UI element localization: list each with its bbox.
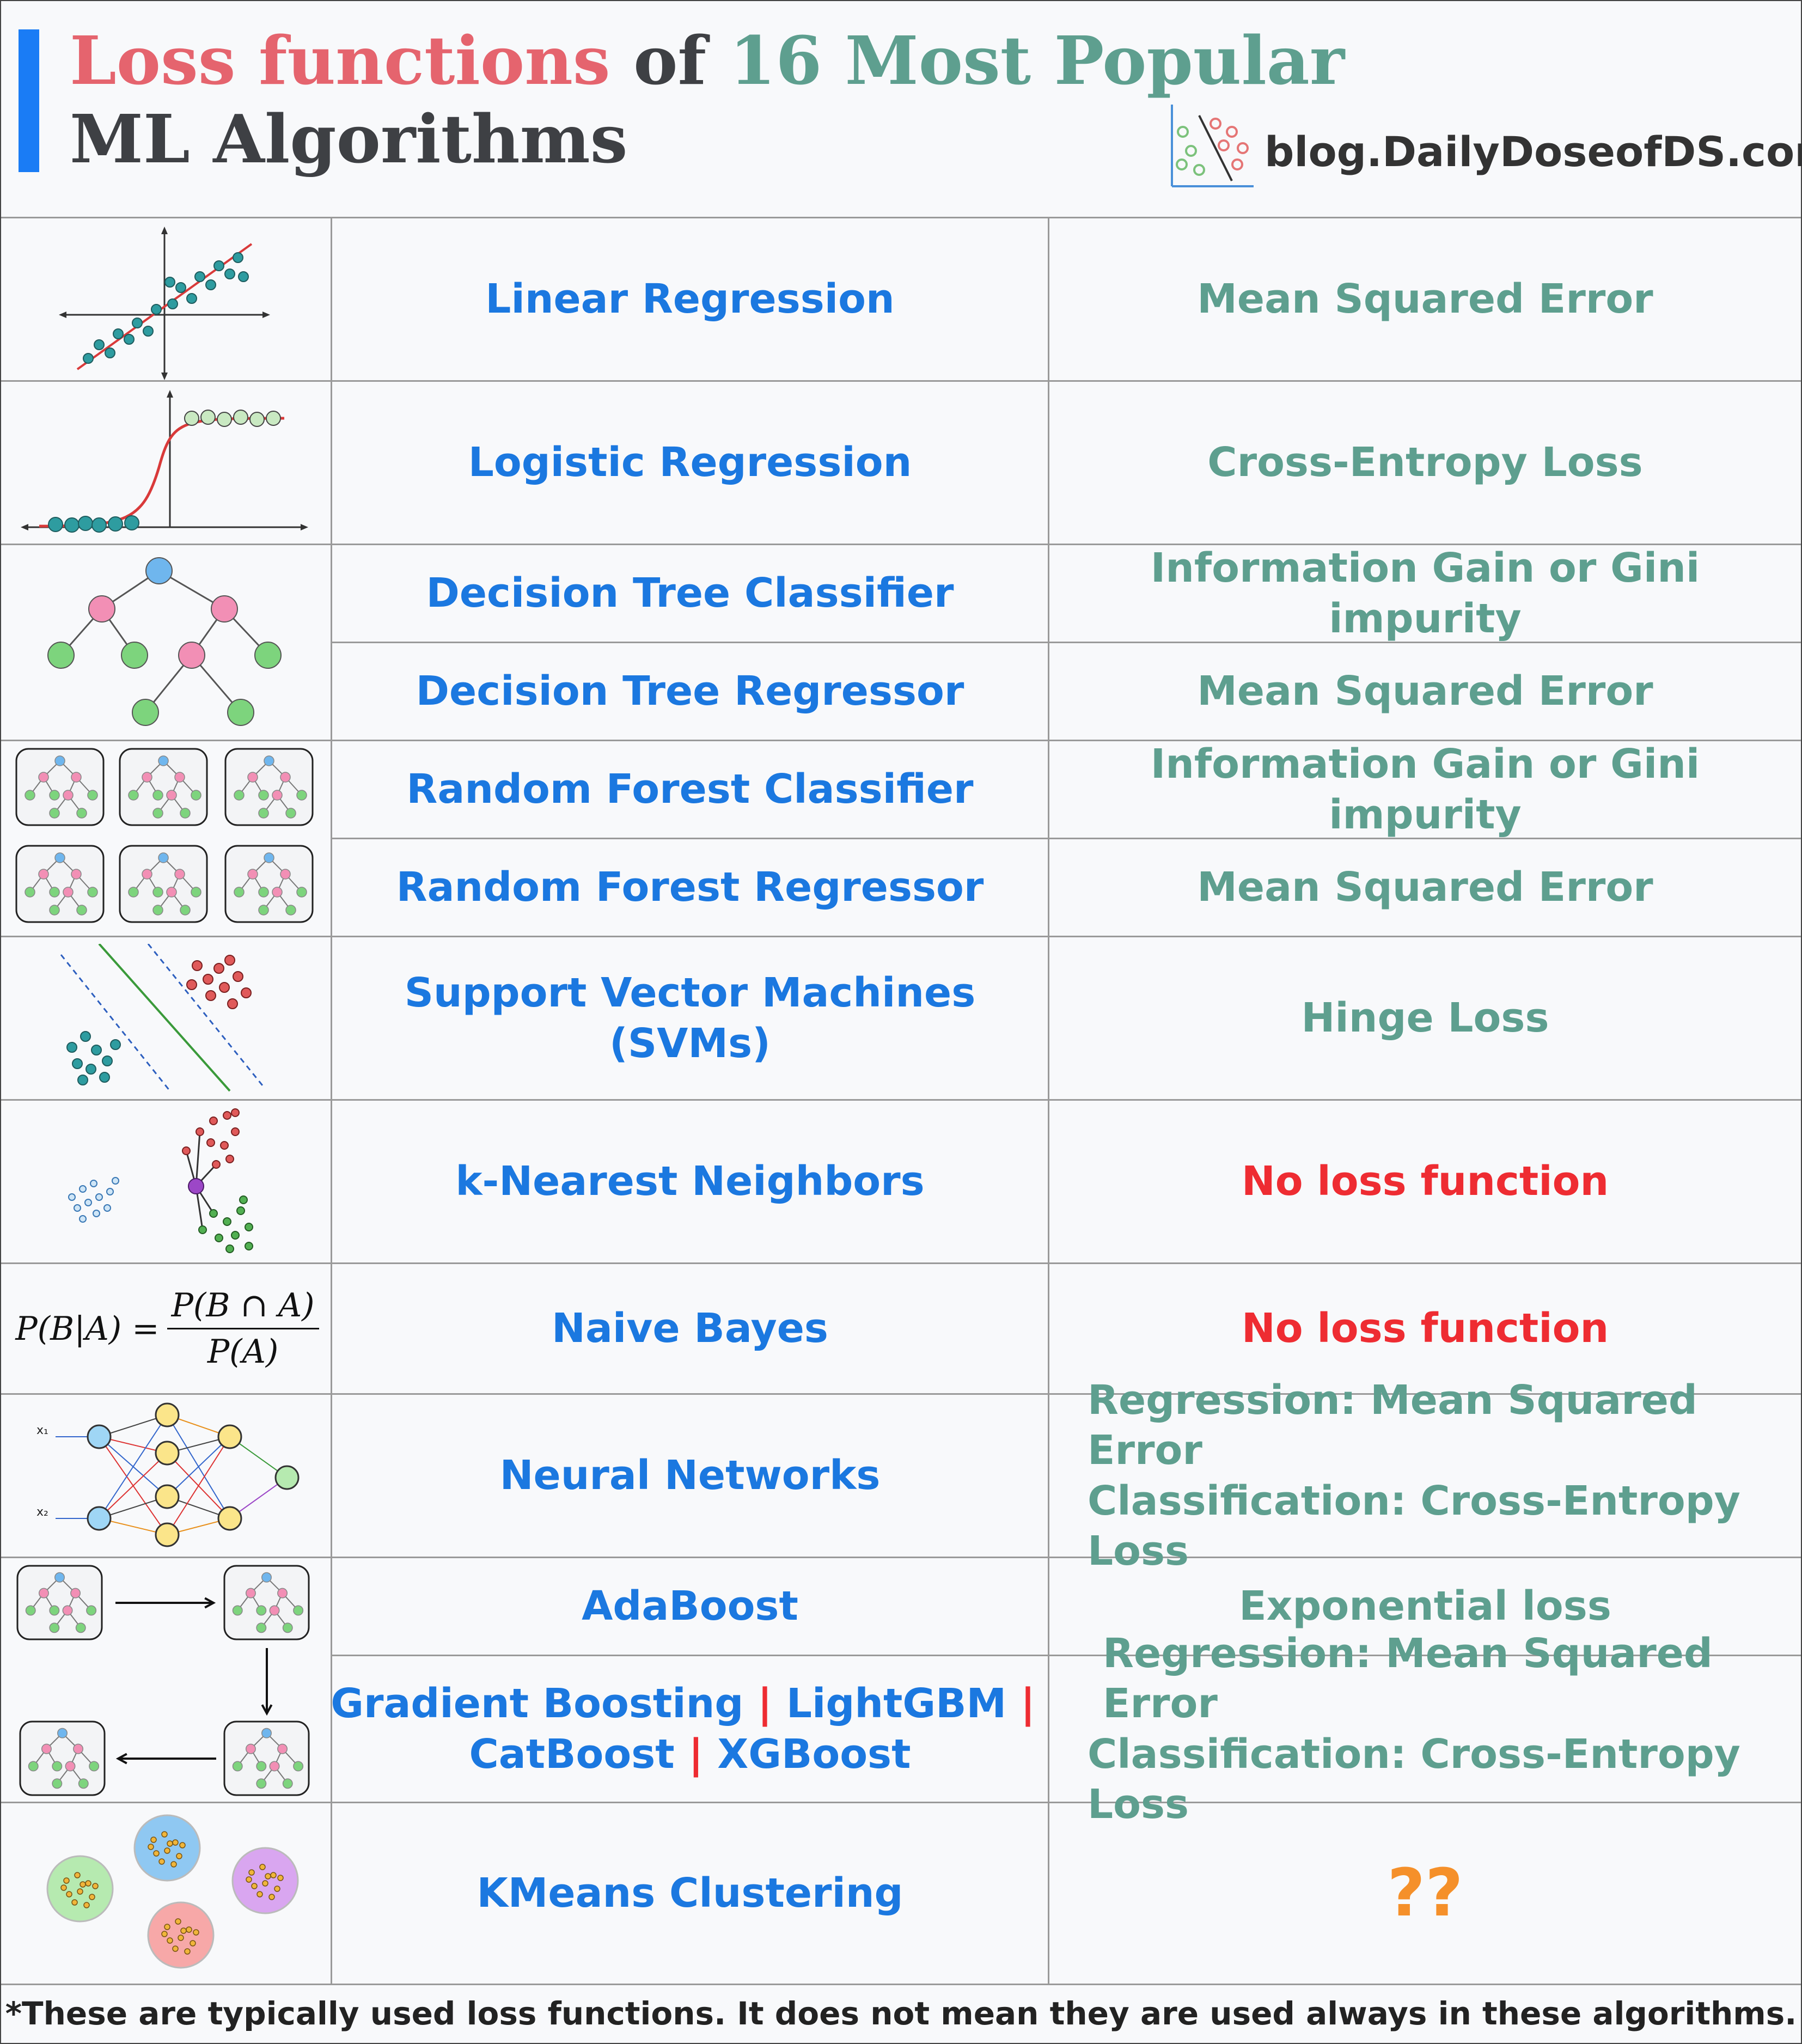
grid-line: [331, 642, 1801, 643]
decision-tree-icon: [47, 557, 282, 726]
loss-function: Mean Squared Error: [1197, 668, 1653, 715]
grid-line: [1, 1262, 1801, 1264]
title-of: of: [610, 21, 730, 100]
sigmoid-curve-icon: [21, 390, 308, 533]
algo-catboost: CatBoost: [469, 1730, 675, 1778]
grid-line: [1, 1393, 1801, 1395]
grid-line: [1, 936, 1801, 937]
algorithm-name: k-Nearest Neighbors: [455, 1158, 925, 1205]
scatter-regression-icon: [59, 227, 270, 380]
title-loss-functions: Loss functions: [70, 21, 610, 100]
algo-line1: Gradient Boosting | LightGBM |: [331, 1679, 1049, 1729]
clusters-icon: [46, 1814, 299, 1969]
loss-classification: Classification: Cross-Entropy Loss: [1088, 1730, 1740, 1828]
grid-line: [1, 1557, 1801, 1558]
algo-gradient-boosting: Gradient Boosting: [331, 1680, 744, 1727]
grid-line: [1, 217, 1801, 218]
algo-xgboost: XGBoost: [717, 1730, 911, 1778]
algorithm-name: Random Forest Regressor: [396, 864, 984, 911]
loss-function: Mean Squared Error: [1197, 864, 1653, 911]
mini-tree-icon: [223, 1720, 310, 1796]
page-title-line2: ML Algorithms: [70, 100, 628, 178]
mini-tree-icon: [19, 1720, 106, 1796]
loss-function: Information Gain or Gini impurity: [1150, 741, 1700, 838]
algorithm-name: Linear Regression: [485, 276, 895, 323]
loss-function: ??: [1387, 1855, 1463, 1931]
loss-regression: Regression: Mean Squared Error: [1088, 1376, 1697, 1474]
algorithm-name: Neural Networks: [499, 1452, 881, 1499]
loss-classification: Classification: Cross-Entropy Loss: [1088, 1477, 1740, 1575]
accent-bar: [19, 29, 39, 172]
blog-url: blog.DailyDoseofDS.com: [1265, 127, 1802, 176]
knn-icon: [68, 1108, 253, 1253]
page-title: Loss functions of 16 Most Popular: [70, 21, 1345, 100]
mini-tree-icon: [15, 845, 105, 923]
bayes-fraction: P(B ∩ A) P(A): [167, 1286, 319, 1371]
mini-tree-icon: [224, 845, 314, 923]
algorithm-name: Gradient Boosting | LightGBM | CatBoost …: [331, 1656, 1049, 1802]
bayes-lhs: P(B|A) =: [15, 1309, 160, 1348]
loss-function: Mean Squared Error: [1197, 276, 1653, 323]
boosting-icon: [1, 1558, 331, 1802]
grid-line: [1, 1099, 1801, 1101]
fraction-bar: [167, 1328, 319, 1329]
bayes-numerator: P(B ∩ A): [171, 1286, 315, 1325]
grid-line: [1, 544, 1801, 545]
mini-tree-icon: [119, 748, 208, 826]
mini-tree-icon: [119, 845, 208, 923]
mini-tree-icon: [224, 748, 314, 826]
loss-function: No loss function: [1241, 1158, 1609, 1205]
algorithm-name: KMeans Clustering: [477, 1870, 903, 1917]
grid-line: [331, 838, 1801, 839]
loss-function: Hinge Loss: [1301, 994, 1549, 1042]
logo-icon: [1171, 105, 1254, 187]
algorithm-name: Decision Tree Classifier: [426, 570, 954, 617]
algorithm-name: Support Vector Machines (SVMs): [404, 969, 976, 1067]
loss-function: Information Gain or Gini impurity: [1150, 545, 1700, 642]
separator: |: [1006, 1680, 1049, 1727]
loss-function: Exponential loss: [1239, 1583, 1611, 1630]
arrow-icon: [115, 1597, 216, 1609]
algorithm-name: AdaBoost: [582, 1583, 798, 1630]
algorithm-name: Naive Bayes: [552, 1305, 828, 1352]
mini-tree-icon: [16, 1565, 103, 1640]
algorithm-name: Logistic Regression: [468, 439, 912, 486]
loss-function: Cross-Entropy Loss: [1207, 439, 1643, 486]
forest-icon: [1, 741, 331, 936]
arrow-icon: [115, 1753, 216, 1765]
header: Loss functions of 16 Most Popular ML Alg…: [1, 1, 1802, 217]
footer-note: *These are typically used loss functions…: [5, 1995, 1797, 2032]
grid-line: [1, 1802, 1801, 1803]
algo-line2: CatBoost | XGBoost: [469, 1729, 911, 1780]
bayes-formula: P(B|A) = P(B ∩ A) P(A): [7, 1264, 328, 1393]
loss-function: Regression: Mean Squared Error Classific…: [1049, 1630, 1801, 1828]
grid-line: [1, 1984, 1801, 1985]
arrow-icon: [261, 1648, 273, 1716]
bayes-denominator: P(A): [207, 1333, 279, 1371]
grid-line: [331, 1655, 1801, 1656]
algo-lightgbm: LightGBM: [786, 1680, 1007, 1727]
neural-network-icon: x₁ x₂: [36, 1402, 300, 1547]
loss-function: Regression: Mean Squared Error Classific…: [1049, 1377, 1801, 1575]
separator: |: [674, 1730, 718, 1778]
title-16-most-popular: 16 Most Popular: [729, 21, 1345, 100]
separator: |: [743, 1680, 786, 1727]
algorithm-name: Decision Tree Regressor: [416, 668, 964, 715]
loss-function: No loss function: [1241, 1305, 1609, 1352]
loss-regression: Regression: Mean Squared Error: [1103, 1630, 1713, 1728]
algorithm-name: Random Forest Classifier: [406, 766, 974, 813]
mini-tree-icon: [223, 1565, 310, 1640]
svm-margin-icon: [60, 944, 264, 1092]
grid-line: [1, 740, 1801, 741]
nn-input-x2: x₂: [36, 1505, 48, 1519]
mini-tree-icon: [15, 748, 105, 826]
nn-input-x1: x₁: [36, 1424, 48, 1437]
grid-line: [1, 380, 1801, 382]
